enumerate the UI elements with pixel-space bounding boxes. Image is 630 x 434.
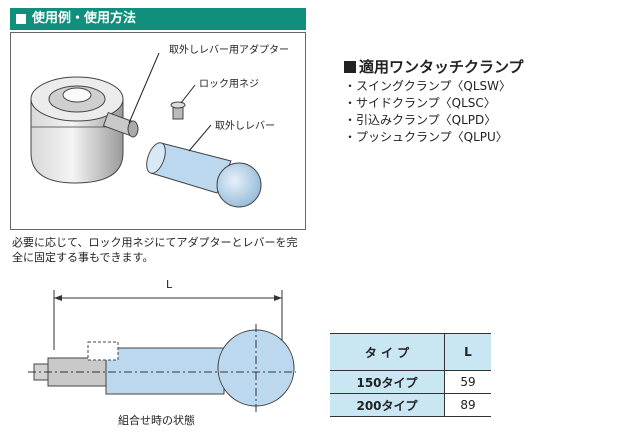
table-row: 150タイプ 59	[330, 370, 491, 394]
list-title: 適用ワンタッチクランプ	[344, 56, 524, 78]
dimension-label: L	[166, 278, 173, 291]
table-header-row: タ イ プ L	[330, 333, 491, 371]
section-header: 使用例・使用方法	[10, 8, 306, 30]
cell-type: 200タイプ	[330, 393, 445, 417]
list-item: ・引込みクランプ〈QLPD〉	[344, 113, 497, 127]
section-title: 使用例・使用方法	[32, 11, 137, 26]
adapter-label: 取外しレバー用アダプター	[169, 45, 289, 56]
black-square-icon	[344, 61, 356, 73]
usage-caption: 必要に応じて、ロック用ネジにてアダプターとレバーを完 全に固定する事もできます。	[12, 235, 310, 265]
list-title-text: 適用ワンタッチクランプ	[359, 58, 524, 76]
table-row: 200タイプ 89	[330, 393, 491, 417]
list-item: ・サイドクランプ〈QLSC〉	[344, 96, 496, 110]
combined-caption: 組合せ時の状態	[118, 414, 195, 427]
caption-line-2: 全に固定する事もできます。	[12, 251, 154, 264]
cell-type: 150タイプ	[330, 370, 445, 394]
lock-screw-label: ロック用ネジ	[199, 79, 259, 90]
list-item: ・プッシュクランプ〈QLPU〉	[344, 130, 508, 144]
dimension-drawing	[28, 290, 296, 412]
spec-table: タ イ プ L 150タイプ 59 200タイプ 89	[330, 333, 491, 417]
usage-illustration	[30, 52, 262, 208]
usage-figure: 取外しレバー用アダプター ロック用ネジ 取外しレバー	[10, 32, 306, 230]
header-square-icon	[16, 14, 26, 24]
applicable-clamp-list: 適用ワンタッチクランプ ・スイングクランプ〈QLSW〉 ・サイドクランプ〈QLS…	[344, 56, 524, 146]
column-header-type: タ イ プ	[330, 333, 445, 371]
combined-drawing: L	[20, 272, 300, 420]
column-header-l: L	[444, 333, 491, 371]
cell-l: 59	[444, 370, 491, 394]
list-item: ・スイングクランプ〈QLSW〉	[344, 79, 512, 93]
cell-l: 89	[444, 393, 491, 417]
caption-line-1: 必要に応じて、ロック用ネジにてアダプターとレバーを完	[12, 236, 298, 249]
lever-label: 取外しレバー	[215, 121, 275, 132]
